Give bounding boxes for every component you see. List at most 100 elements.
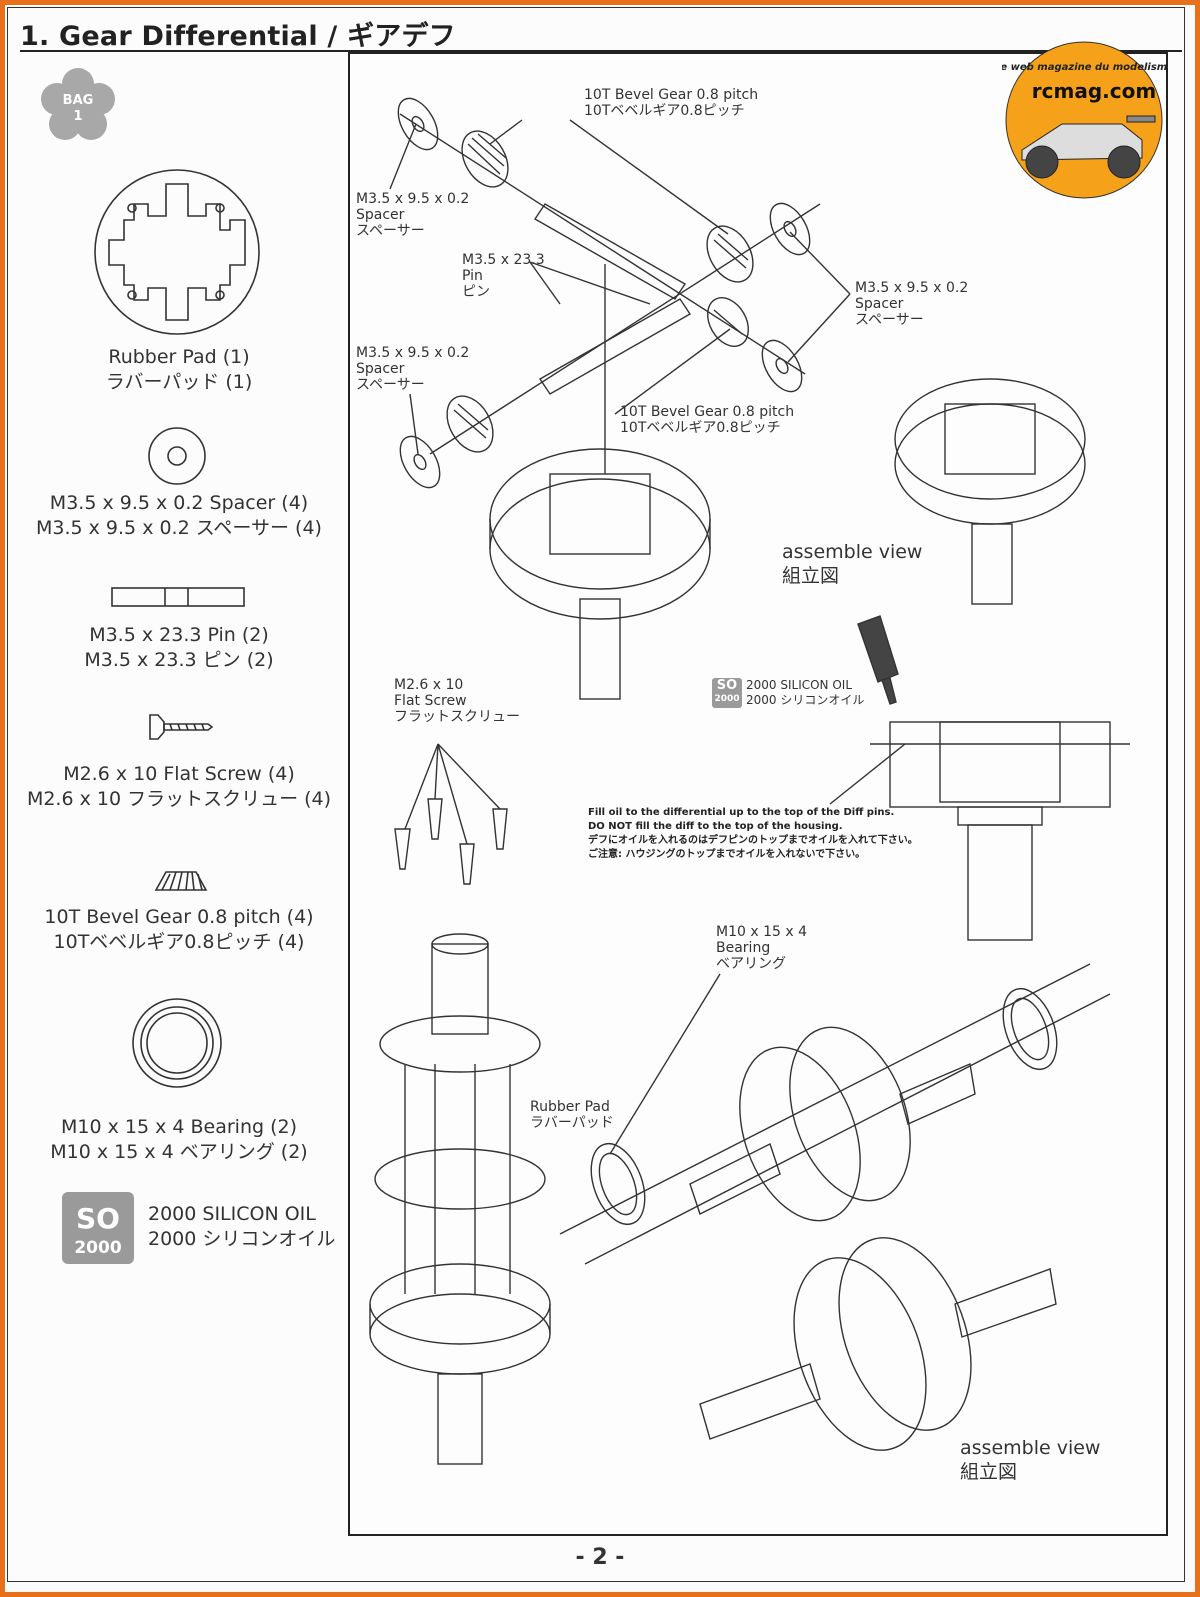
bearing-left (590, 1142, 646, 1226)
label-line: フラットスクリュー (394, 709, 520, 725)
label-line: Bearing (716, 940, 771, 956)
label-bearing: M10 x 15 x 4 Bearing ベアリング (716, 924, 807, 972)
label-flat-screw: M2.6 x 10 Flat Screw フラットスクリュー (394, 677, 520, 725)
silicon-oil-badge-icon: SO 2000 (62, 1192, 134, 1264)
bevel-gear-4 (446, 395, 494, 453)
badge-line1: BAG (63, 93, 94, 108)
title-rule (20, 50, 1182, 52)
part-jp: 10Tベベルギア0.8ピッチ (4) (53, 931, 305, 953)
label-line: Spacer (356, 207, 405, 223)
part-jp: M3.5 x 9.5 x 0.2 スペーサー (4) (36, 517, 322, 539)
label-line: スペーサー (356, 223, 425, 239)
ring-gear-lower (369, 1263, 551, 1465)
part-jp: M2.6 x 10 フラットスクリュー (4) (26, 788, 332, 810)
label-line: M3.5 x 9.5 x 0.2 (855, 280, 969, 296)
bevel-gear-icon (154, 871, 208, 891)
label-line: Spacer (855, 296, 904, 312)
label-pin: M3.5 x 23.3 Pin ピン (462, 252, 545, 300)
label-en: Rubber Pad (530, 1099, 610, 1115)
bag-badge: BAG 1 (38, 66, 118, 146)
diff-assembled-mid (689, 1026, 976, 1222)
page-title: 1. Gear Differential / ギアデフ (20, 21, 456, 52)
note-line: デフにオイルを入れるのはデフピンのトップまでオイルを入れて下さい。 (588, 835, 918, 846)
note-line: DO NOT fill the diff to the top of the h… (588, 821, 843, 832)
spacer-left-b (399, 435, 441, 489)
label-en: 10T Bevel Gear 0.8 pitch (620, 404, 795, 420)
label-line: M3.5 x 9.5 x 0.2 (356, 345, 470, 361)
logo-brand: rcmag.com (1032, 79, 1156, 103)
spacer-top-left (397, 97, 439, 151)
page-number: - 2 - (575, 1545, 625, 1570)
label-spacer-a: M3.5 x 9.5 x 0.2 Spacer スペーサー (356, 191, 469, 239)
label-line: ベアリング (716, 956, 786, 972)
part-en: M3.5 x 23.3 Pin (2) (89, 624, 269, 646)
oil-bottle (857, 615, 899, 705)
assembly-diagram: 10T Bevel Gear 0.8 pitch 10Tベベルギア0.8ピッチ … (348, 52, 1168, 1536)
part-item-pin: M3.5 x 23.3 Pin (2) M3.5 x 23.3 ピン (2) (20, 623, 338, 673)
label-line: Pin (462, 268, 483, 284)
label-line: M2.6 x 10 (394, 677, 464, 693)
label-line: M3.5 x 9.5 x 0.2 (356, 191, 470, 207)
label-jp: 2000 シリコンオイル (746, 693, 865, 707)
bearing-icon (132, 998, 222, 1088)
label-bevel-gear-top: 10T Bevel Gear 0.8 pitch 10Tベベルギア0.8ピッチ (584, 87, 758, 119)
pin-upper (534, 203, 686, 300)
label-jp: 10Tベベルギア0.8ピッチ (620, 420, 781, 436)
label-line: M3.5 x 23.3 (462, 252, 545, 268)
bevel-gear-2 (706, 225, 754, 283)
parts-icons: SO 2000 (62, 169, 260, 1264)
spacer-right-b (761, 339, 803, 393)
fill-oil-note: Fill oil to the differential up to the t… (588, 806, 918, 862)
label-en: 2000 SILICON OIL (746, 678, 853, 692)
label-line: M10 x 15 x 4 (716, 924, 807, 940)
diff-assembled-top (894, 378, 1086, 605)
label-spacer-b: M3.5 x 9.5 x 0.2 Spacer スペーサー (855, 280, 968, 328)
part-jp: ラバーパッド (1) (105, 371, 253, 393)
oil-tag-top: SO (716, 678, 738, 693)
outdrive-flange (379, 933, 541, 1073)
label-oil-tag: 2000 SILICON OIL 2000 シリコンオイル (746, 678, 864, 708)
part-item-bearing: M10 x 15 x 4 Bearing (2) M10 x 15 x 4 ベア… (20, 1115, 338, 1165)
label-line: スペーサー (356, 377, 425, 393)
label-line: スペーサー (855, 312, 924, 328)
bearing-right (1002, 987, 1058, 1071)
label-en: assemble view (782, 541, 923, 563)
oil-tag-bottom: 2000 (714, 694, 740, 704)
label-line: Spacer (356, 361, 405, 377)
bevel-gear-1 (461, 130, 509, 188)
part-jp: M10 x 15 x 4 ベアリング (2) (50, 1141, 308, 1163)
logo-tagline: Le web magazine du modelisme (1002, 62, 1166, 73)
part-jp: M3.5 x 23.3 ピン (2) (84, 649, 274, 671)
label-jp: ラバーパッド (530, 1115, 614, 1131)
oil-badge-bottom: 2000 (74, 1238, 121, 1258)
part-en: Rubber Pad (1) (108, 346, 250, 368)
rcmag-logo: Le web magazine du modelisme rcmag.com (1002, 40, 1166, 200)
flower-badge-icon: BAG 1 (41, 68, 115, 140)
note-line: ご注意: ハウジングのトップまでオイルを入れないで下さい。 (588, 849, 866, 860)
part-en: M3.5 x 9.5 x 0.2 Spacer (4) (49, 492, 309, 514)
bevel-gear-3 (707, 297, 749, 347)
parts-list: SO 2000 Rubber Pad (1) ラバーパッド (1) M3.5 x… (20, 60, 338, 1560)
label-rubber-pad: Rubber Pad ラバーパッド (530, 1099, 614, 1131)
label-jp: 組立図 (960, 1461, 1018, 1483)
oil-en: 2000 SILICON OIL (148, 1203, 316, 1225)
part-en: 10T Bevel Gear 0.8 pitch (4) (44, 906, 314, 928)
note-line: Fill oil to the differential up to the t… (588, 807, 895, 818)
part-en: M2.6 x 10 Flat Screw (4) (63, 763, 295, 785)
part-en: M10 x 15 x 4 Bearing (2) (60, 1116, 298, 1138)
rubber-pad-exploded (374, 1148, 546, 1210)
exploded-drawing (369, 97, 1130, 1465)
label-line: ピン (462, 284, 490, 300)
spacer-icon (148, 427, 206, 485)
flat-screw-icon (149, 714, 214, 740)
part-item-rubber-pad: Rubber Pad (1) ラバーパッド (1) (20, 345, 338, 395)
label-en: assemble view (960, 1437, 1101, 1459)
label-jp: 10Tベベルギア0.8ピッチ (584, 103, 745, 119)
label-assemble-view-2: assemble view 組立図 (960, 1436, 1100, 1484)
part-item-spacer: M3.5 x 9.5 x 0.2 Spacer (4) M3.5 x 9.5 x… (20, 491, 338, 541)
badge-line2: 1 (73, 109, 82, 124)
part-item-flat-screw: M2.6 x 10 Flat Screw (4) M2.6 x 10 フラットス… (20, 762, 338, 812)
label-spacer-c: M3.5 x 9.5 x 0.2 Spacer スペーサー (356, 345, 469, 393)
label-bevel-gear-mid: 10T Bevel Gear 0.8 pitch 10Tベベルギア0.8ピッチ (620, 404, 794, 436)
label-en: 10T Bevel Gear 0.8 pitch (584, 87, 759, 103)
